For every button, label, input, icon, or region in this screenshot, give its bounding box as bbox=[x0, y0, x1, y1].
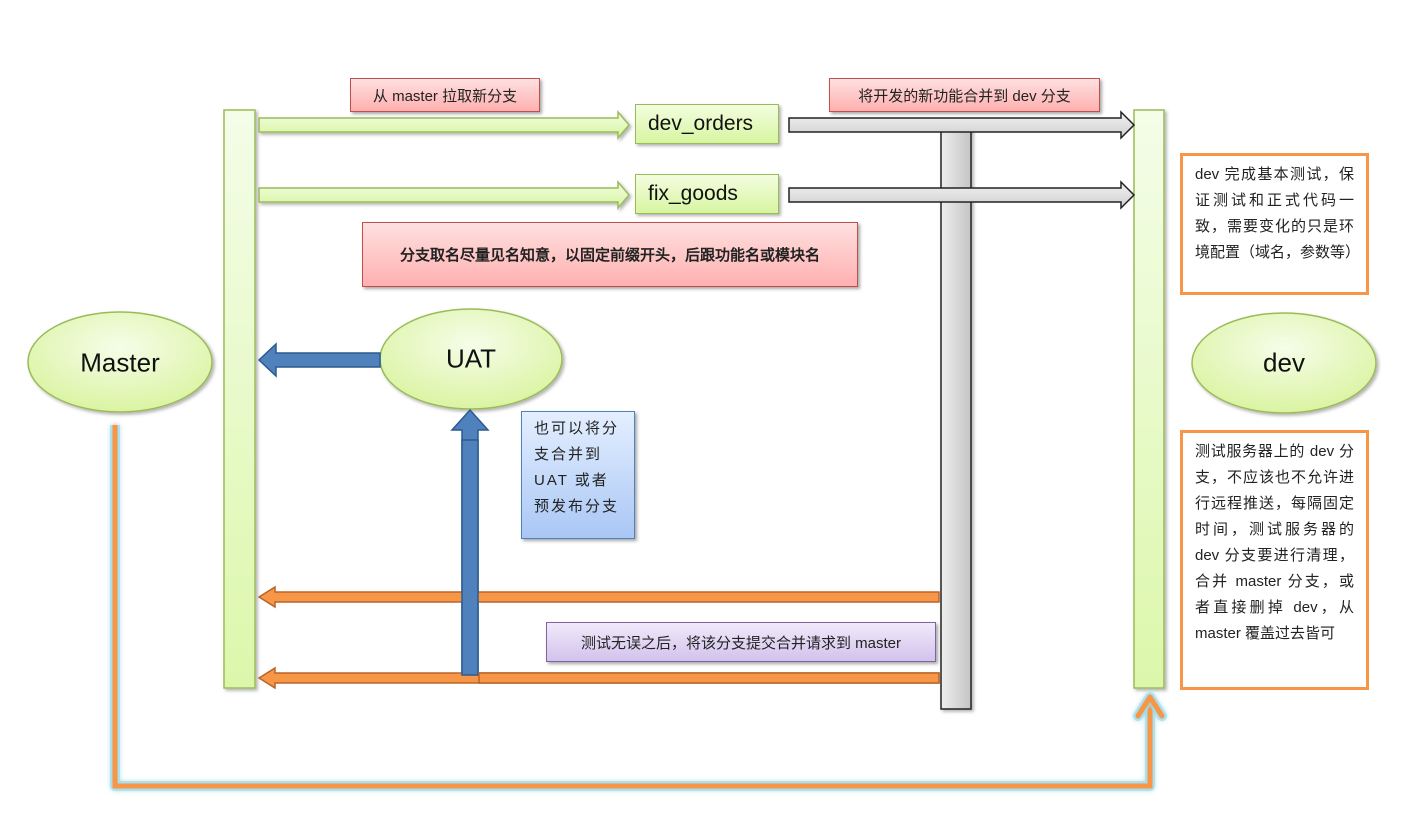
note-text: 也可以将分支合并到 UAT 或者预发布分支 bbox=[534, 420, 620, 515]
note-text: 从 master 拉取新分支 bbox=[372, 87, 518, 105]
merge-arrow-dev-orders bbox=[788, 110, 1136, 140]
dev-node-label: dev bbox=[1263, 347, 1305, 378]
dev-lane-bar bbox=[1133, 109, 1165, 689]
note-text: 分支取名尽量见名知意，以固定前缀开头，后跟功能名或模块名 bbox=[399, 247, 820, 264]
branch-box-fix-goods: fix_goods bbox=[635, 174, 779, 214]
note-text: 测试无误之后，将该分支提交合并请求到 master bbox=[580, 634, 901, 652]
note-dev-testing: dev 完成基本测试，保证测试和正式代码一致，需要变化的只是环境配置（域名，参数… bbox=[1180, 153, 1369, 295]
merge-request-arrow-2-overlay bbox=[478, 672, 940, 684]
master-to-dev-sync-arrow bbox=[110, 425, 1167, 791]
master-node bbox=[27, 311, 213, 413]
branch-name: fix_goods bbox=[648, 182, 738, 205]
note-dev-cleanup: 测试服务器上的 dev 分支，不应该也不允许进行远程推送，每隔固定时间，测试服务… bbox=[1180, 430, 1369, 690]
pull-arrow-dev-orders bbox=[258, 109, 630, 141]
dev-node bbox=[1191, 312, 1377, 414]
feature-lane-bar bbox=[940, 127, 972, 710]
note-text: 测试服务器上的 dev 分支，不应该也不允许进行远程推送，每隔固定时间，测试服务… bbox=[1195, 443, 1354, 642]
pull-arrow-fix-goods bbox=[258, 179, 630, 211]
note-naming-rule: 分支取名尽量见名知意，以固定前缀开头，后跟功能名或模块名 bbox=[362, 222, 858, 287]
note-text: dev 完成基本测试，保证测试和正式代码一致，需要变化的只是环境配置（域名，参数… bbox=[1195, 166, 1361, 261]
branch-name: dev_orders bbox=[648, 112, 754, 135]
uat-node-label: UAT bbox=[445, 343, 497, 374]
note-merge-request: 测试无误之后，将该分支提交合并请求到 master bbox=[546, 622, 936, 662]
note-uat-merge: 也可以将分支合并到 UAT 或者预发布分支 bbox=[521, 411, 635, 539]
note-pull-from-master: 从 master 拉取新分支 bbox=[350, 78, 540, 112]
branch-box-dev-orders: dev_orders bbox=[635, 104, 779, 144]
merge-arrow-fix-goods bbox=[788, 180, 1136, 210]
master-lane-bar bbox=[223, 109, 256, 689]
branch-to-uat-shaft bbox=[461, 439, 479, 676]
master-node-label: Master bbox=[80, 347, 160, 378]
note-text: 将开发的新功能合并到 dev 分支 bbox=[858, 87, 1071, 105]
note-merge-to-dev: 将开发的新功能合并到 dev 分支 bbox=[829, 78, 1100, 112]
merge-request-arrow-1 bbox=[257, 585, 940, 609]
uat-to-master-arrow bbox=[257, 342, 381, 378]
